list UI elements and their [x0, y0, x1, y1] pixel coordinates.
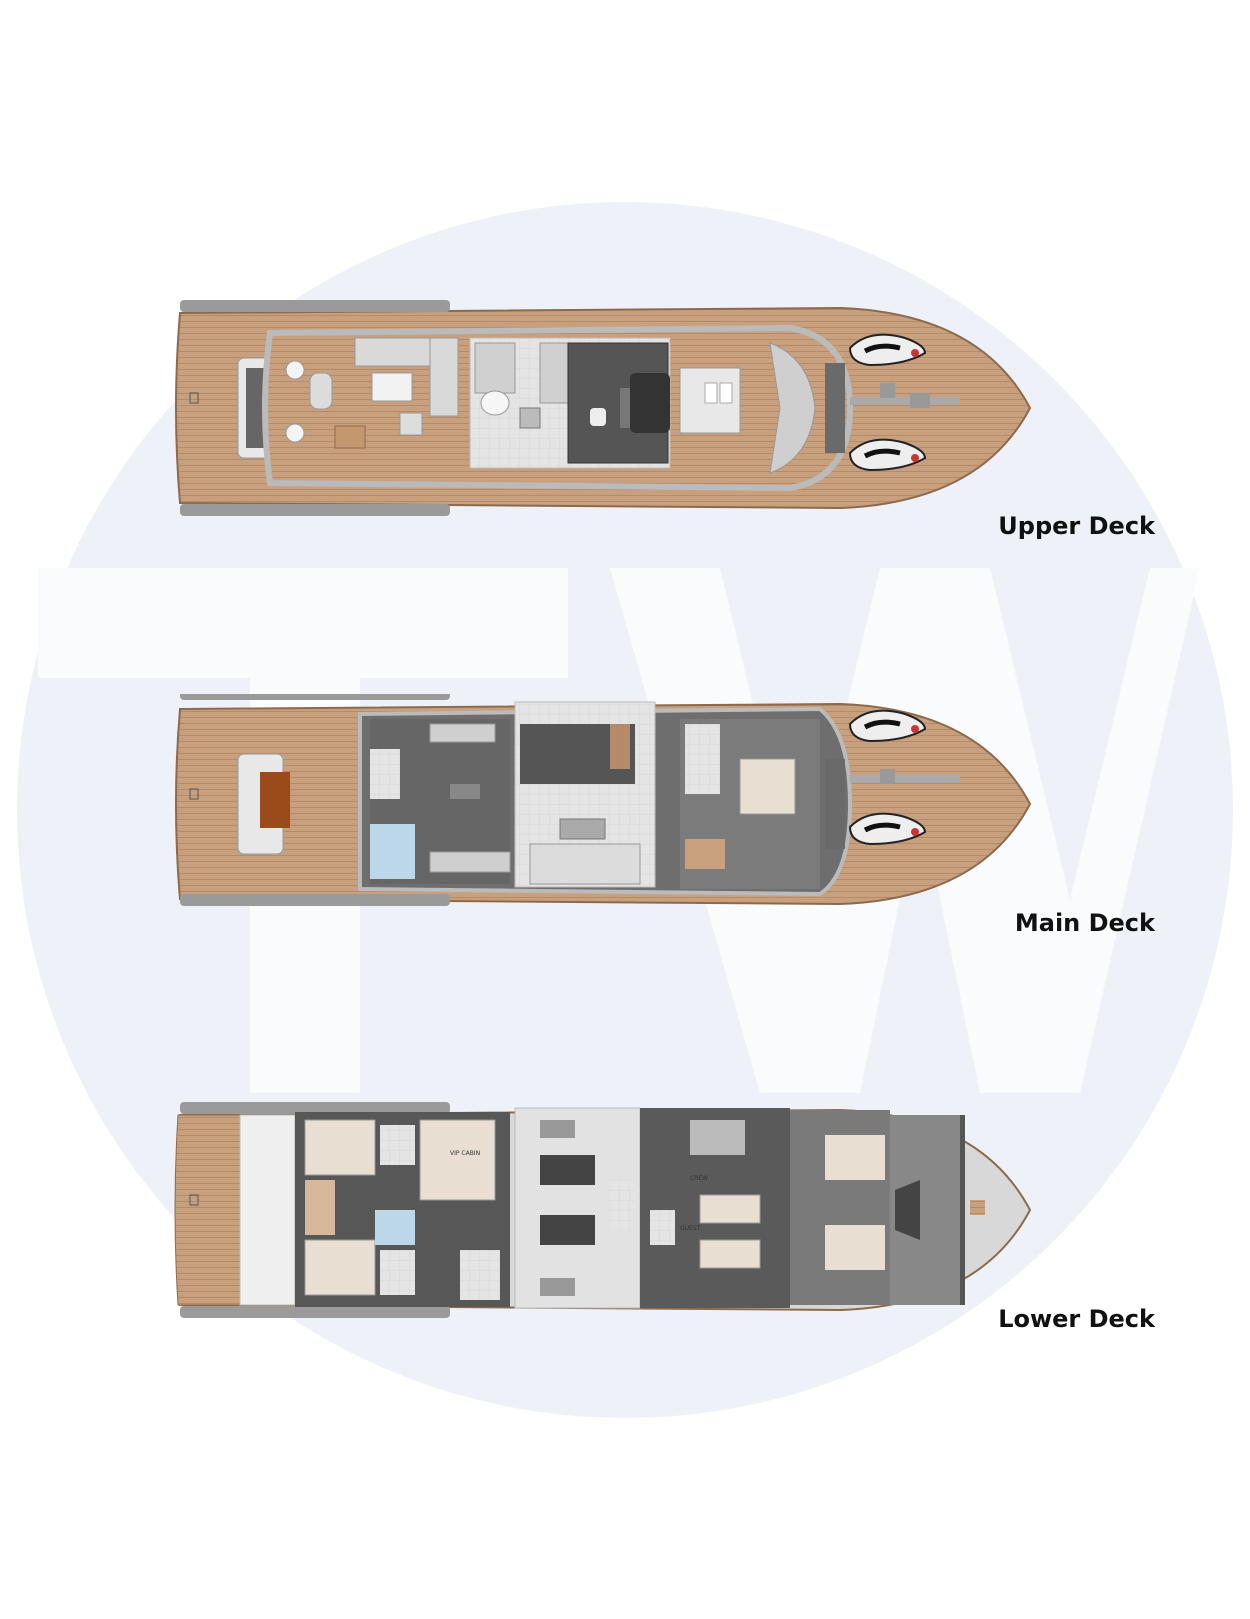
main-deck-label: Main Deck: [1014, 909, 1155, 937]
jet-ski: [848, 812, 927, 846]
guest-cabin-label: GUEST: [680, 1225, 701, 1232]
upper-deck-label: Upper Deck: [998, 512, 1155, 540]
crew-cabin-label: CREW: [690, 1175, 708, 1182]
lower-deck-plan: VIP CABIN CREW GUEST: [174, 1102, 1032, 1318]
jet-ski: [848, 709, 927, 743]
vip-cabin-label: VIP CABIN: [450, 1150, 480, 1157]
lower-deck-label: Lower Deck: [998, 1305, 1155, 1333]
jet-ski: [848, 333, 927, 367]
upper-deck-plan: [175, 300, 1032, 516]
jet-ski: [848, 438, 927, 472]
main-deck-plan: [175, 694, 1032, 906]
